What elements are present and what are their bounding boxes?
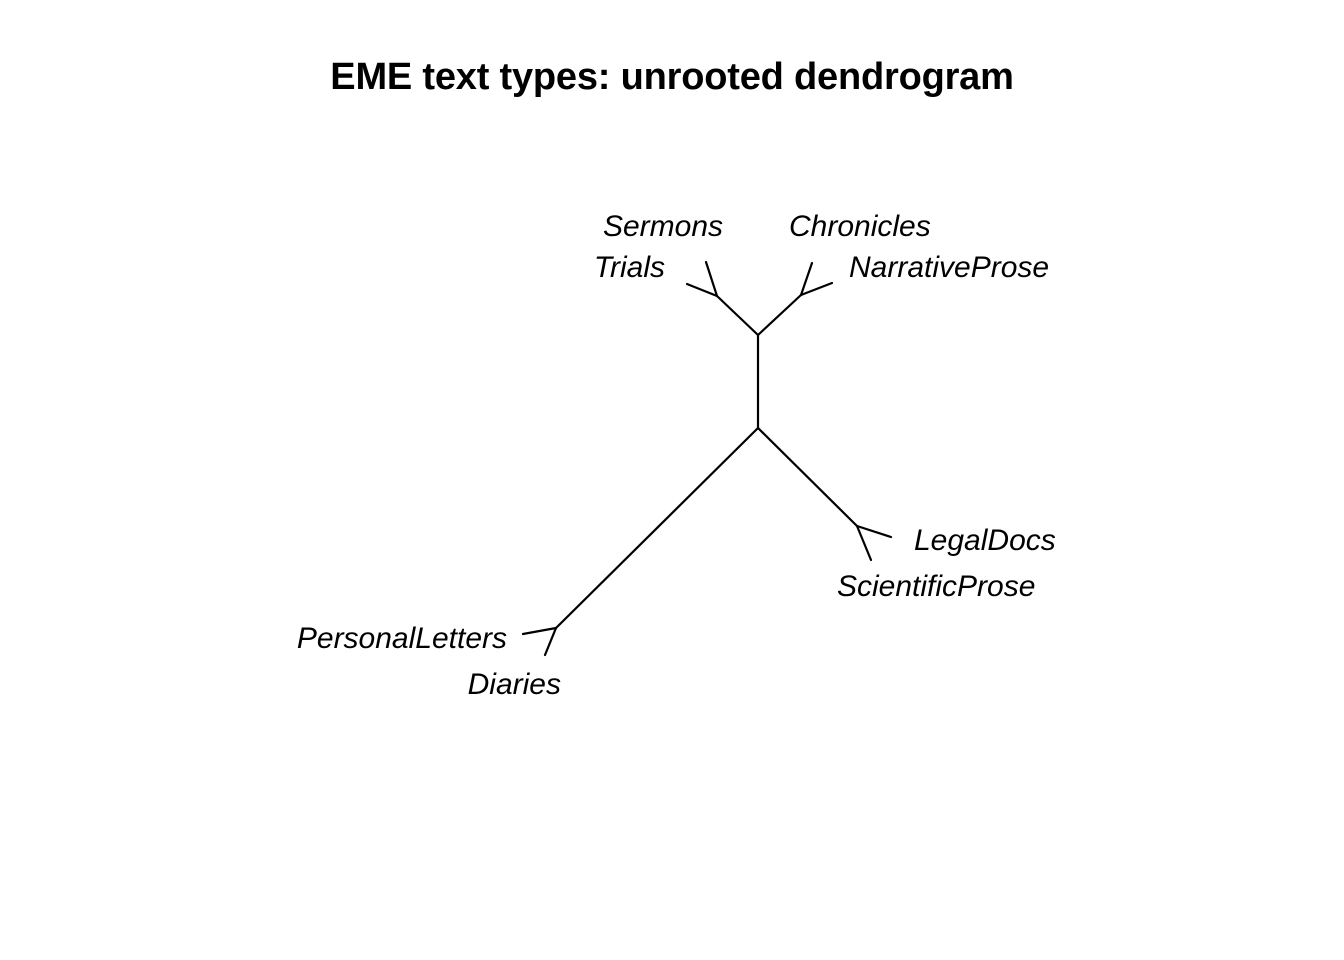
tree-branch (799, 281, 834, 297)
tree-branch (704, 260, 719, 298)
tip-label-personalletters: PersonalLetters (296, 622, 507, 655)
tip-label-scientificprose: ScientificProse (837, 570, 1036, 603)
tree-branch (756, 426, 859, 528)
tree-branch (554, 426, 760, 630)
tip-label-sermons: Sermons (602, 210, 723, 243)
tree-branch (521, 626, 558, 636)
tree-branch (685, 282, 719, 298)
tree-branch (756, 293, 803, 337)
tree-edge-group (521, 260, 893, 657)
tip-label-narrativeprose: NarrativeProse (849, 251, 1050, 284)
tree-branch (715, 294, 760, 337)
tip-label-trials: Trials (593, 251, 665, 284)
tip-label-legaldocs: LegalDocs (914, 524, 1056, 557)
page-title: EME text types: unrooted dendrogram (330, 56, 1014, 98)
tree-branch (799, 261, 814, 297)
tree-branch (855, 524, 893, 539)
tree-branch (543, 626, 558, 657)
tip-label-chronicles: Chronicles (789, 210, 931, 243)
tree-branch (855, 524, 873, 562)
tip-label-diaries: Diaries (467, 668, 561, 701)
